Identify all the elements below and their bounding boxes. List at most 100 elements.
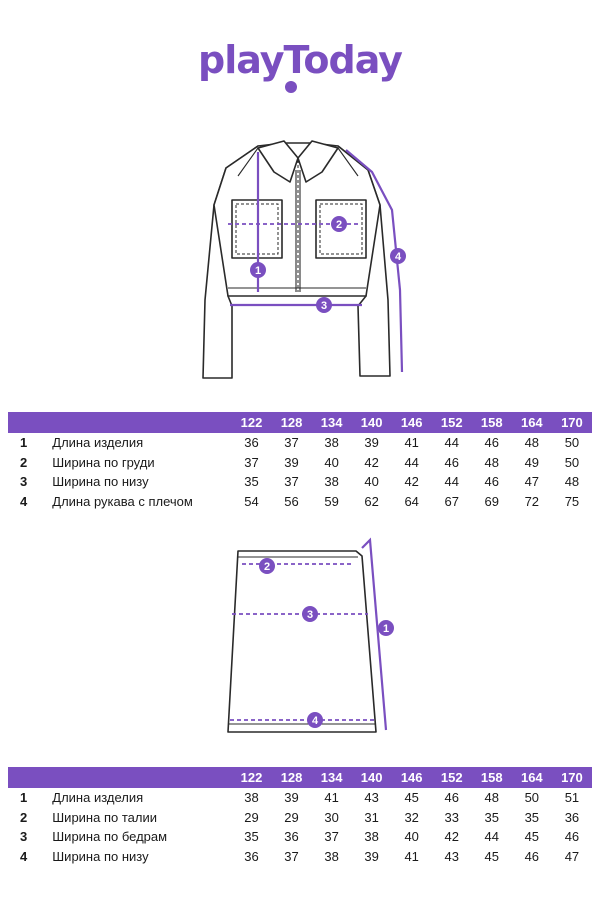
- cell: 46: [564, 829, 580, 845]
- cell: 48: [524, 435, 540, 451]
- cell: 38: [364, 829, 379, 845]
- cell: 54: [244, 493, 259, 509]
- jacket-table-header: 122 128 134 140 146 152 158 164 170: [8, 412, 592, 433]
- cell: 72: [524, 493, 540, 509]
- cell: 40: [404, 829, 419, 845]
- size-header: 128: [280, 415, 303, 430]
- cell: 35: [524, 809, 540, 825]
- cell: 37: [284, 435, 299, 451]
- cell: 38: [244, 790, 259, 806]
- cell: 38: [324, 848, 339, 864]
- jacket-size-table: 122 128 134 140 146 152 158 164 170 1 Дл…: [8, 412, 592, 511]
- cell: 41: [404, 848, 419, 864]
- row-label: Длина рукава с плечом: [52, 493, 193, 509]
- cell: 36: [564, 809, 580, 825]
- cell: 41: [324, 790, 339, 806]
- table-row: 4 Ширина по низу 36 37 38 39 41 43 45 46…: [8, 847, 592, 867]
- size-header: 134: [320, 770, 343, 785]
- cell: 44: [404, 454, 419, 470]
- svg-text:3: 3: [321, 300, 327, 312]
- cell: 35: [484, 809, 499, 825]
- cell: 41: [404, 435, 419, 451]
- row-number: 4: [20, 848, 28, 864]
- cell: 50: [564, 454, 580, 470]
- row-number: 1: [20, 790, 28, 806]
- row-number: 3: [20, 829, 28, 845]
- cell: 29: [284, 809, 299, 825]
- svg-text:1: 1: [383, 623, 389, 635]
- cell: 37: [284, 848, 299, 864]
- cell: 36: [244, 848, 259, 864]
- cell: 51: [564, 790, 580, 806]
- row-label: Длина изделия: [52, 790, 144, 806]
- cell: 29: [244, 809, 259, 825]
- row-number: 3: [20, 474, 28, 490]
- cell: 46: [484, 474, 499, 490]
- cell: 31: [364, 809, 379, 825]
- skirt-measure-length: [361, 537, 388, 731]
- cell: 50: [564, 435, 580, 451]
- row-label: Ширина по груди: [52, 454, 155, 470]
- cell: 40: [324, 454, 339, 470]
- jacket-drawing: 1 2 3 4: [202, 140, 406, 379]
- cell: 62: [364, 493, 379, 509]
- jacket-marker-4: 4: [390, 248, 406, 264]
- skirt-marker-1: 1: [378, 620, 394, 636]
- size-header: 146: [400, 415, 423, 430]
- cell: 36: [284, 829, 299, 845]
- cell: 48: [484, 790, 499, 806]
- size-header: 140: [360, 770, 383, 785]
- cell: 42: [404, 474, 419, 490]
- cell: 45: [484, 848, 499, 864]
- brand-logo: playToday: [198, 38, 403, 82]
- skirt-body: [227, 550, 377, 733]
- cell: 46: [484, 435, 499, 451]
- svg-text:2: 2: [264, 561, 270, 573]
- svg-text:3: 3: [307, 609, 313, 621]
- row-label: Ширина по низу: [52, 848, 149, 864]
- cell: 32: [404, 809, 419, 825]
- table-row: 1 Длина изделия 36 37 38 39 41 44 46 48 …: [8, 433, 592, 453]
- size-header: 164: [520, 415, 543, 430]
- cell: 39: [284, 790, 299, 806]
- logo-dot: [285, 81, 297, 93]
- cell: 56: [284, 493, 299, 509]
- cell: 37: [284, 474, 299, 490]
- cell: 64: [404, 493, 419, 509]
- svg-text:1: 1: [255, 265, 261, 277]
- row-number: 2: [20, 454, 28, 470]
- cell: 50: [524, 790, 540, 806]
- table-row: 3 Ширина по бедрам 35 36 37 38 40 42 44 …: [8, 827, 592, 847]
- row-label: Длина изделия: [52, 435, 144, 451]
- cell: 44: [444, 474, 459, 490]
- cell: 47: [564, 848, 580, 864]
- skirt-size-table: 122 128 134 140 146 152 158 164 170 1 Дл…: [8, 767, 592, 866]
- cell: 38: [324, 435, 339, 451]
- cell: 30: [324, 809, 339, 825]
- skirt-marker-3: 3: [302, 606, 318, 622]
- jacket-marker-2: 2: [331, 216, 347, 232]
- table-row: 3 Ширина по низу 35 37 38 40 42 44 46 47…: [8, 472, 592, 492]
- row-number: 2: [20, 809, 28, 825]
- cell: 69: [484, 493, 499, 509]
- jacket-collar: [257, 140, 299, 183]
- row-label: Ширина по бедрам: [52, 829, 168, 845]
- cell: 40: [364, 474, 379, 490]
- cell: 48: [564, 474, 580, 490]
- size-header: 170: [561, 415, 583, 430]
- svg-text:4: 4: [395, 251, 402, 263]
- size-header: 128: [280, 770, 303, 785]
- skirt-table-header: 122 128 134 140 146 152 158 164 170: [8, 767, 592, 788]
- size-header: 146: [400, 770, 423, 785]
- cell: 75: [564, 493, 580, 509]
- size-header: 122: [240, 415, 263, 430]
- jacket-measure-sleeve: [345, 149, 404, 373]
- cell: 48: [484, 454, 499, 470]
- cell: 35: [244, 829, 259, 845]
- cell: 39: [364, 435, 379, 451]
- jacket-marker-1: 1: [250, 262, 266, 278]
- cell: 47: [524, 474, 540, 490]
- row-number: 1: [20, 435, 28, 451]
- cell: 38: [324, 474, 339, 490]
- cell: 45: [524, 829, 540, 845]
